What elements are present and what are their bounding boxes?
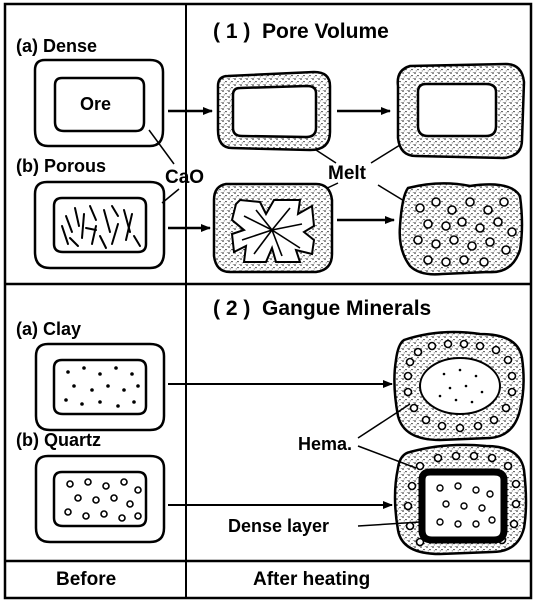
ore-label: Ore bbox=[80, 94, 111, 114]
before-label: Before bbox=[56, 569, 116, 590]
after-heating-label: After heating bbox=[253, 569, 370, 590]
dense-thin-melt-particle bbox=[218, 72, 330, 150]
porous-label: (b) Porous bbox=[16, 156, 106, 176]
quartz-label: (b) Quartz bbox=[16, 430, 101, 450]
clay-heated-core bbox=[420, 358, 500, 414]
dense-label: (a) Dense bbox=[16, 36, 97, 56]
quartz-heated-particle bbox=[395, 445, 526, 554]
porous-ore-particle bbox=[35, 182, 164, 268]
section2-title: ( 2 ) Gangue Minerals bbox=[213, 297, 431, 320]
clay-particle bbox=[36, 344, 164, 430]
porous-bubbled-melt-particle bbox=[400, 183, 522, 274]
section1-title: ( 1 ) Pore Volume bbox=[213, 20, 389, 43]
dense-thick-melt-particle bbox=[398, 64, 524, 158]
quartz-particle bbox=[36, 456, 164, 542]
hema-label: Hema. bbox=[298, 434, 352, 454]
melt-label: Melt bbox=[328, 163, 367, 184]
dense-layer-label: Dense layer bbox=[228, 516, 329, 536]
clay-heated-particle bbox=[394, 332, 523, 440]
porous-melt-particle bbox=[214, 184, 332, 272]
cao-label: CaO bbox=[165, 167, 204, 188]
clay-label: (a) Clay bbox=[16, 319, 81, 339]
